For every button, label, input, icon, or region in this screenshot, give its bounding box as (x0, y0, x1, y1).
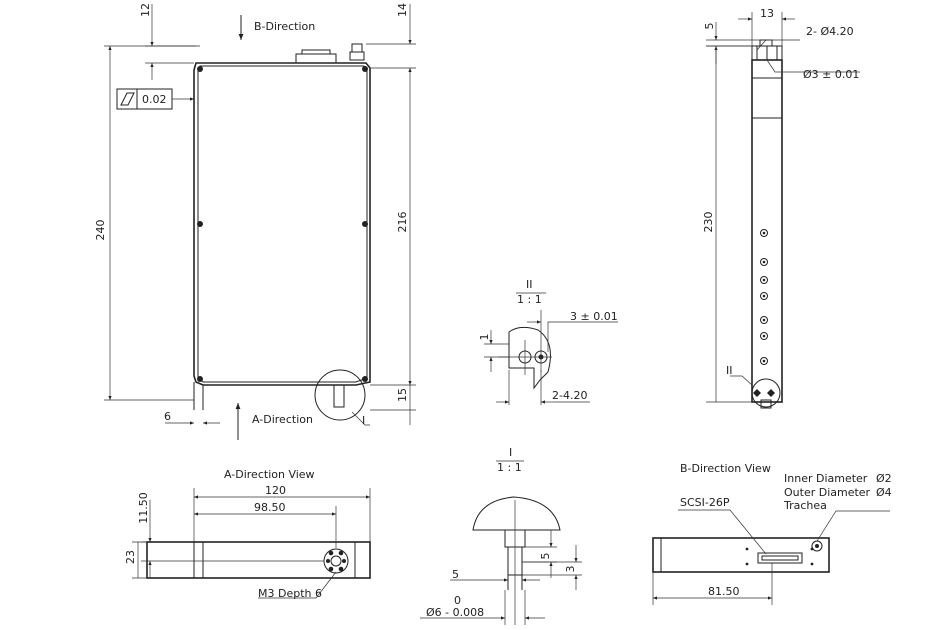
a-direction-view: A-Direction View (146, 468, 371, 579)
dim-2x4-20: 2- Ø4.20 (806, 25, 854, 38)
m3-depth-label: M3 Depth 6 (258, 587, 322, 600)
dim-240: 240 (94, 220, 107, 241)
b-direction-label: B-Direction (254, 20, 315, 33)
dim-81-50: 81.50 (708, 585, 740, 598)
side-holes (760, 229, 768, 365)
detail-i-dim-5: 5 (452, 568, 459, 581)
detail-ii-dim-1: 1 (478, 334, 491, 341)
detail-ii-title: II (526, 278, 533, 291)
detail-i-dim-0: 0 (454, 594, 461, 607)
detail-i-dim-3: 3 (564, 566, 577, 573)
detail-ii-dim-2x4-20: 2-4.20 (552, 389, 587, 402)
inner-diameter-value: Ø2 (876, 472, 892, 485)
inner-diameter-label: Inner Diameter (784, 472, 868, 485)
b-direction-view: B-Direction View (652, 462, 830, 573)
b-direction-view-dimensions: SCSI-26P Inner Diameter Ø2 Outer Diamete… (652, 472, 892, 605)
dim-216: 216 (396, 212, 409, 233)
dim-15: 15 (396, 388, 409, 402)
dim-14: 14 (396, 3, 409, 17)
dim-13: 13 (760, 7, 774, 20)
dim-11-50: 11.50 (137, 492, 150, 524)
flatness-value: 0.02 (142, 93, 167, 106)
dim-98-50: 98.50 (254, 501, 286, 514)
detail-ii-dim-3: 3 ± 0.01 (570, 310, 618, 323)
detail-i-callout: I (362, 414, 365, 427)
detail-i-dim-5b: 5 (539, 553, 552, 560)
dim-6: 6 (164, 410, 171, 423)
a-direction-view-dimensions: 120 98.50 11.50 23 M3 Depth 6 (124, 484, 371, 600)
dim-12: 12 (139, 3, 152, 17)
side-view-dimensions: 13 5 2- Ø4.20 Ø3 ± 0.01 230 (702, 7, 860, 403)
front-view-dimensions: 240 12 0.02 216 14 15 6 B-Direction A-Di… (94, 3, 416, 440)
detail-i-dim-phi6: Ø6 - 0.008 (426, 606, 484, 619)
dim-230: 230 (702, 212, 715, 233)
dim-phi3: Ø3 ± 0.01 (803, 68, 859, 81)
b-direction-view-title: B-Direction View (680, 462, 771, 475)
a-direction-label: A-Direction (252, 413, 313, 426)
detail-i-title: I (509, 446, 512, 459)
front-view: I (193, 43, 371, 427)
outer-diameter-value: Ø4 (876, 486, 892, 499)
outer-diameter-label: Outer Diameter (784, 486, 871, 499)
dim-23: 23 (124, 550, 137, 564)
a-direction-view-title: A-Direction View (224, 468, 315, 481)
detail-i-scale: 1 : 1 (497, 461, 522, 474)
side-view: II (726, 39, 783, 409)
dim-5: 5 (703, 23, 716, 30)
detail-ii-view: II 1 : 1 3 ± 0.01 1 2-4.20 (478, 278, 618, 405)
detail-ii-scale: 1 : 1 (517, 293, 542, 306)
dim-120: 120 (265, 484, 286, 497)
trachea-label: Trachea (783, 499, 827, 512)
scsi-label: SCSI-26P (680, 496, 730, 509)
detail-ii-callout: II (726, 364, 733, 377)
detail-i-view: I 1 : 1 5 3 5 0 Ø6 - 0.008 (420, 446, 582, 625)
